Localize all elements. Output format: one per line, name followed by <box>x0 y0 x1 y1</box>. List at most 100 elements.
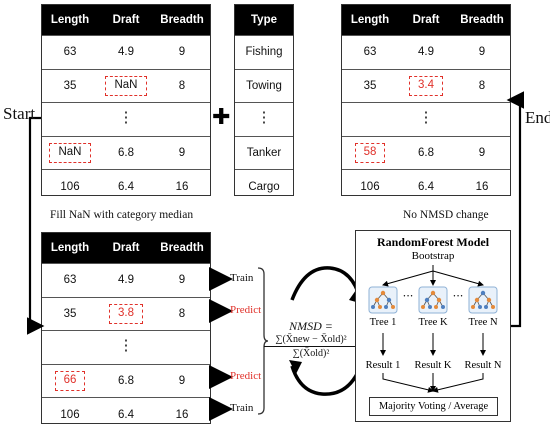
header-breadth: Breadth <box>160 242 204 254</box>
imputed-value-box: 58 <box>354 143 386 163</box>
table-row: 63 4.9 9 <box>342 35 510 69</box>
tree-label: Tree K <box>418 317 448 328</box>
cell-breadth: 8 <box>178 79 186 92</box>
header-draft: Draft <box>412 14 440 26</box>
table-row: 58 6.8 9 <box>342 135 510 170</box>
missing-value-box: NaN <box>105 76 147 96</box>
header-length: Length <box>50 14 90 26</box>
cell-breadth: 8 <box>178 307 186 320</box>
cell-draft: 6.8 <box>118 147 134 160</box>
table-row: Cargo <box>235 169 293 203</box>
header-length: Length <box>50 242 90 254</box>
table-row: 106 6.4 16 <box>42 169 210 203</box>
tree-icon <box>468 286 498 314</box>
action-label: Predict <box>230 370 262 382</box>
cell-type: Tanker <box>246 147 282 160</box>
cycle-arrow-bottom <box>290 365 362 396</box>
type-table: Type Fishing Towing ⋮ Tanker Cargo <box>234 4 294 196</box>
table-row: 106 6.4 16 <box>42 397 210 431</box>
cell-draft: 6.4 <box>118 180 134 193</box>
ellipsis-row: ⋮ <box>235 102 293 136</box>
tree-icon <box>368 286 398 314</box>
table-row: Towing <box>235 68 293 103</box>
table-row: 106 6.4 16 <box>342 169 510 203</box>
table-row: NaN 6.8 9 <box>42 135 210 170</box>
rf-graph <box>368 265 498 393</box>
cell-length: 63 <box>363 46 377 59</box>
start-label: Start <box>3 104 36 123</box>
plus-icon: ✚ <box>212 104 231 129</box>
working-table: Length Draft Breadth 63 4.9 9 35 3.8 8 ⋮… <box>41 232 211 424</box>
random-forest-box: RandomForest Model Bootstrap <box>355 230 511 422</box>
cycle-arrow-top <box>290 266 362 301</box>
table-row: 35 3.8 8 <box>42 296 210 331</box>
bootstrap-label: Bootstrap <box>411 250 455 262</box>
ellipsis-label: • • • <box>453 294 463 300</box>
cell-length: 63 <box>63 46 77 59</box>
ellipsis-row: ⋮ <box>42 102 210 136</box>
cell-breadth: 9 <box>178 46 186 59</box>
tree-label: Tree N <box>468 317 498 328</box>
fill-nan-label: Fill NaN with category median <box>50 209 194 221</box>
end-label: End <box>525 108 550 127</box>
cell-draft: 4.9 <box>118 274 134 287</box>
table-row: 66 6.8 9 <box>42 363 210 398</box>
no-change-label: No NMSD change <box>403 209 489 221</box>
header-draft: Draft <box>112 14 140 26</box>
input-table-header: Length Draft Breadth <box>42 5 210 35</box>
action-label: Predict <box>230 304 262 316</box>
cell-length: 106 <box>60 408 80 421</box>
cell-draft: 4.9 <box>418 46 434 59</box>
ellipsis-label: • • • <box>403 294 413 300</box>
cell-draft: 6.8 <box>418 147 434 160</box>
cell-breadth: 9 <box>178 375 186 388</box>
imputed-value-box: 3.4 <box>409 76 443 96</box>
cell-length: 35 <box>363 79 377 92</box>
ellipsis-row: ⋮ <box>42 330 210 364</box>
cell-breadth: 8 <box>478 79 486 92</box>
formula-denominator: ∑(X̄old)² <box>292 348 330 359</box>
header-length: Length <box>350 14 390 26</box>
formula-numerator: ∑(X̄new − X̄old)² <box>264 334 358 347</box>
table-row: 35 NaN 8 <box>42 68 210 103</box>
cell-breadth: 16 <box>475 180 489 193</box>
cell-draft: 6.4 <box>418 180 434 193</box>
cell-breadth: 16 <box>175 408 189 421</box>
cell-draft: 4.9 <box>118 46 134 59</box>
median-value-box: 3.8 <box>109 304 143 324</box>
voting-box: Majority Voting / Average <box>369 397 498 416</box>
output-table: Length Draft Breadth 63 4.9 9 35 3.4 8 ⋮… <box>341 4 511 196</box>
result-label: Result 1 <box>365 360 401 371</box>
header-breadth: Breadth <box>460 14 504 26</box>
table-row: Tanker <box>235 135 293 170</box>
tree-icon <box>418 286 448 314</box>
action-label: Train <box>230 272 254 284</box>
cell-length: 106 <box>360 180 380 193</box>
formula-lhs: NMSD = <box>289 319 333 333</box>
tree-label: Tree 1 <box>369 317 397 328</box>
cell-length: 63 <box>63 274 77 287</box>
action-label: Train <box>230 402 254 414</box>
header-breadth: Breadth <box>160 14 204 26</box>
cell-draft: 6.4 <box>118 408 134 421</box>
header-draft: Draft <box>112 242 140 254</box>
row-arrows <box>209 267 233 421</box>
cell-length: 106 <box>60 180 80 193</box>
input-table: Length Draft Breadth 63 4.9 9 35 NaN 8 ⋮… <box>41 4 211 196</box>
start-flow-line <box>26 116 45 335</box>
table-row: 35 3.4 8 <box>342 68 510 103</box>
end-flow-line <box>506 91 525 328</box>
cell-draft: 6.8 <box>118 375 134 388</box>
cell-type: Cargo <box>248 180 280 193</box>
cell-type: Fishing <box>245 46 283 59</box>
cell-breadth: 9 <box>478 147 486 160</box>
cell-breadth: 9 <box>178 274 186 287</box>
table-row: Fishing <box>235 35 293 69</box>
ellipsis-row: ⋮ <box>342 102 510 136</box>
cell-type: Towing <box>246 79 282 92</box>
rf-title: RandomForest Model <box>376 235 490 249</box>
brace <box>257 267 269 415</box>
nmsd-formula: NMSD = ∑(X̄new − X̄old)² ∑(X̄old)² <box>264 319 358 359</box>
